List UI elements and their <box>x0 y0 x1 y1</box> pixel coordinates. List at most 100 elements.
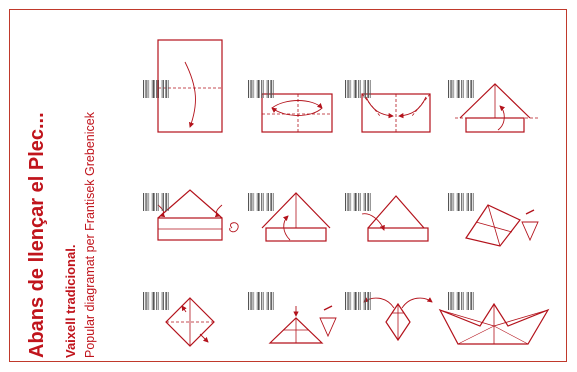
step-marker-bar <box>145 292 146 310</box>
step-marker-bar <box>368 193 369 211</box>
step-10-small-triangle-fold-icon <box>270 306 336 343</box>
step-8-hat-open-3d-icon <box>466 205 538 246</box>
step-marker-bar <box>454 292 455 310</box>
step-marker-bar <box>358 292 359 310</box>
step-marker-bar <box>468 193 469 211</box>
step-marker-bar <box>152 193 153 211</box>
step-marker-bar <box>461 80 462 98</box>
step-marker-bar <box>470 193 471 211</box>
step-marker-bar <box>154 292 155 310</box>
step-marker-bar <box>351 292 352 310</box>
step-marker-bar <box>356 292 357 310</box>
step-marker-bar <box>270 80 271 98</box>
step-marker-bar <box>467 292 468 310</box>
step-marker-bar <box>457 80 458 98</box>
step-marker-bar <box>251 292 252 310</box>
step-5-hat-shape-turn-over-icon <box>158 190 238 240</box>
step-marker-bar <box>468 80 469 98</box>
step-marker-bar <box>463 292 464 310</box>
step-marker-bar <box>365 193 366 211</box>
step-marker-bar <box>263 80 264 98</box>
step-marker-bar <box>259 292 260 310</box>
step-marker-bar <box>471 193 472 211</box>
step-marker-bar <box>470 80 471 98</box>
step-marker-bar <box>471 80 472 98</box>
step-marker-bar <box>365 292 366 310</box>
step-marker-bar <box>267 193 268 211</box>
step-marker-bar <box>259 80 260 98</box>
step-marker-bar <box>354 193 355 211</box>
step-marker-bar <box>156 292 157 310</box>
step-marker-bar <box>165 193 166 211</box>
step-3-fold-corners-down-icon <box>362 94 430 132</box>
step-marker-bar <box>367 292 368 310</box>
step-marker-bar <box>158 80 159 98</box>
step-marker-bar <box>273 193 274 211</box>
step-marker-bar <box>163 193 164 211</box>
step-marker-bar <box>457 193 458 211</box>
step-marker-bar <box>273 292 274 310</box>
step-marker-bar <box>254 80 255 98</box>
step-marker-bar <box>364 80 365 98</box>
step-4-fold-brim-up-icon <box>455 84 540 132</box>
step-marker-bar <box>459 292 460 310</box>
step-marker-bar <box>145 193 146 211</box>
step-marker-bar <box>463 80 464 98</box>
step-marker-bar <box>165 80 166 98</box>
step-marker-bar <box>358 193 359 211</box>
step-marker-bar <box>153 80 154 98</box>
step-marker-bar <box>168 193 169 211</box>
step-marker-bar <box>458 292 459 310</box>
step-marker-bar <box>345 80 346 98</box>
step-marker-bar <box>259 193 260 211</box>
step-marker-bar <box>250 292 251 310</box>
step-marker-bar <box>149 193 150 211</box>
step-marker-bar <box>348 80 349 98</box>
step-marker-bar <box>271 80 272 98</box>
step-marker-bar <box>457 292 458 310</box>
step-marker-bar <box>450 292 451 310</box>
step-marker-bar <box>248 193 249 211</box>
step-marker-bar <box>347 193 348 211</box>
step-marker-bar <box>356 193 357 211</box>
step-marker-bar <box>271 193 272 211</box>
step-12-finished-boat-icon <box>440 304 548 344</box>
step-marker-bar <box>251 80 252 98</box>
step-marker-bar <box>267 80 268 98</box>
step-marker-bar <box>473 80 474 98</box>
step-marker-bar <box>165 292 166 310</box>
step-marker-bar <box>454 193 455 211</box>
step-marker-bar <box>257 292 258 310</box>
step-marker-bar <box>156 80 157 98</box>
step-marker-bar <box>257 193 258 211</box>
step-marker-bar <box>153 292 154 310</box>
step-marker-bar <box>351 193 352 211</box>
step-marker-bar <box>166 292 167 310</box>
step-marker-bar <box>154 193 155 211</box>
step-marker-bar <box>152 80 153 98</box>
step-marker-bar <box>467 193 468 211</box>
step-marker-bar <box>473 292 474 310</box>
step-marker-bar <box>153 193 154 211</box>
step-marker-bar <box>248 80 249 98</box>
step-marker-bar <box>345 193 346 211</box>
step-marker-bar <box>345 292 346 310</box>
step-marker-bar <box>162 292 163 310</box>
step-1-paper-rectangle-fold-down-icon <box>158 40 222 132</box>
step-marker-bar <box>143 292 144 310</box>
step-marker-bar <box>143 80 144 98</box>
step-marker-bar <box>360 80 361 98</box>
step-marker-bar <box>365 80 366 98</box>
step-marker-bar <box>168 292 169 310</box>
step-marker-bar <box>162 193 163 211</box>
step-marker-bar <box>463 193 464 211</box>
step-marker-bar <box>470 292 471 310</box>
step-marker-bar <box>250 193 251 211</box>
step-marker-bar <box>149 80 150 98</box>
step-marker-bar <box>355 193 356 211</box>
step-marker-bar <box>261 193 262 211</box>
step-marker-bar <box>364 193 365 211</box>
step-marker-bar <box>146 292 147 310</box>
